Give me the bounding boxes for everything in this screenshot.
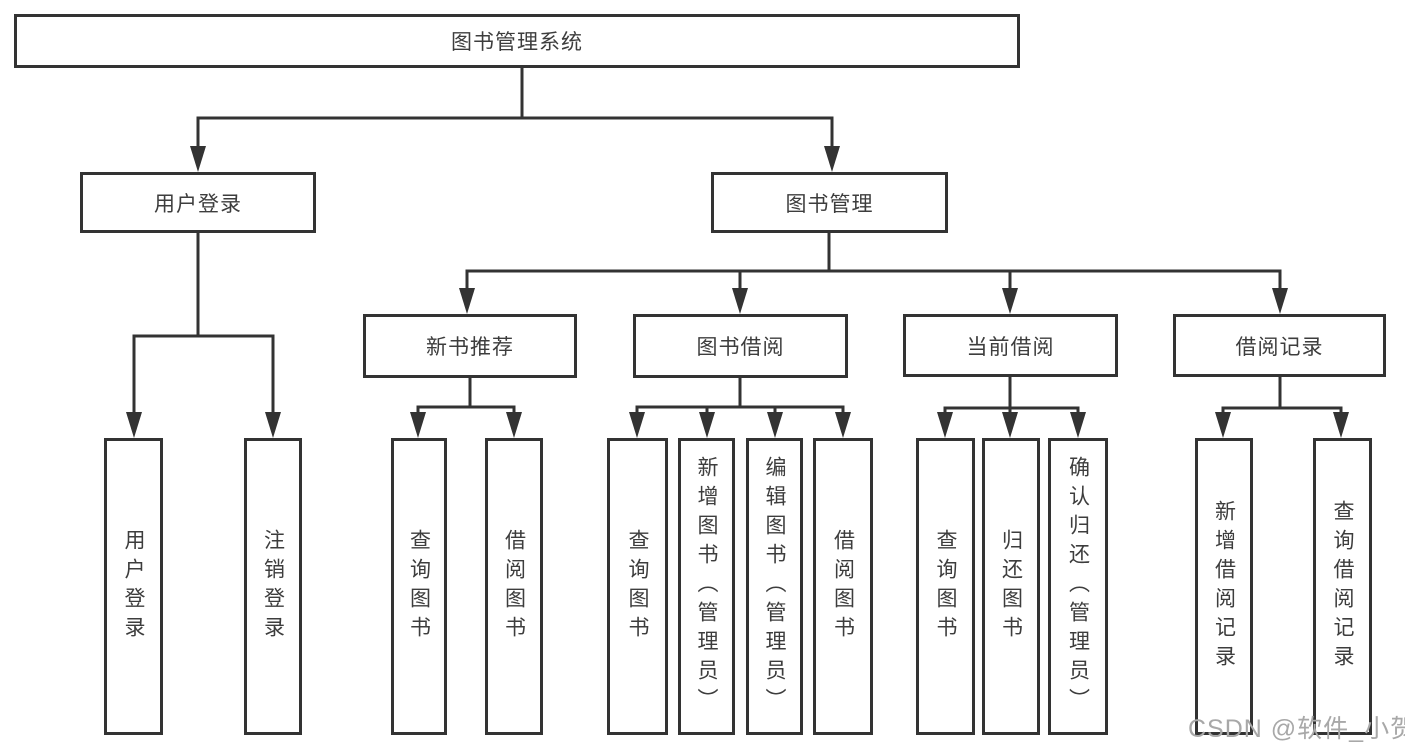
leaf-borrow-add-books-label: 新增图书（管理员） [695,456,718,717]
node-new-book-recommend-label: 新书推荐 [426,336,514,359]
node-user-login: 用户登录 [80,172,316,233]
node-borrow-records-label: 借阅记录 [1235,335,1324,359]
leaf-records-add-record-label: 新增借阅记录 [1212,499,1236,674]
node-new-book-recommend: 新书推荐 [363,314,577,378]
leaf-borrow-query-books-label: 查询图书 [626,528,649,645]
node-book-borrow: 图书借阅 [633,314,848,378]
node-user-login-label: 用户登录 [154,192,242,216]
node-book-borrow-label: 图书借阅 [696,336,785,359]
leaf-borrow-query-books: 查询图书 [607,438,668,735]
leaf-user-login: 用户登录 [104,438,163,735]
leaf-recommend-query-books: 查询图书 [391,438,447,735]
leaf-borrow-edit-books: 编辑图书（管理员） [746,438,803,735]
leaf-current-confirm-return-label: 确认归还（管理员） [1066,456,1090,717]
leaf-current-query-books-label: 查询图书 [934,528,957,645]
leaf-current-query-books: 查询图书 [916,438,975,735]
watermark: CSDN @软件_小贺同学 [1188,715,1405,743]
leaf-current-return-books: 归还图书 [982,438,1040,735]
leaf-recommend-borrow-books-label: 借阅图书 [502,528,526,645]
root-node-label: 图书管理系统 [451,31,583,54]
leaf-user-login-label: 用户登录 [122,528,145,645]
leaf-recommend-borrow-books: 借阅图书 [485,438,543,735]
leaf-current-return-books-label: 归还图书 [999,528,1023,645]
node-book-management: 图书管理 [711,172,948,233]
root-node: 图书管理系统 [14,14,1020,68]
node-current-borrow-label: 当前借阅 [966,335,1055,359]
leaf-records-query-record: 查询借阅记录 [1313,438,1372,735]
leaf-recommend-query-books-label: 查询图书 [407,528,431,645]
leaf-records-add-record: 新增借阅记录 [1195,438,1253,735]
node-borrow-records: 借阅记录 [1173,314,1386,377]
leaf-borrow-borrow-books-label: 借阅图书 [831,528,855,645]
leaf-records-query-record-label: 查询借阅记录 [1331,499,1354,674]
leaf-current-confirm-return: 确认归还（管理员） [1048,438,1108,735]
leaf-borrow-add-books: 新增图书（管理员） [678,438,735,735]
leaf-borrow-edit-books-label: 编辑图书（管理员） [763,456,786,717]
leaf-logout-label: 注销登录 [261,528,285,645]
node-book-management-label: 图书管理 [785,192,874,216]
leaf-borrow-borrow-books: 借阅图书 [813,438,873,735]
leaf-logout: 注销登录 [244,438,302,735]
node-current-borrow: 当前借阅 [903,314,1118,377]
